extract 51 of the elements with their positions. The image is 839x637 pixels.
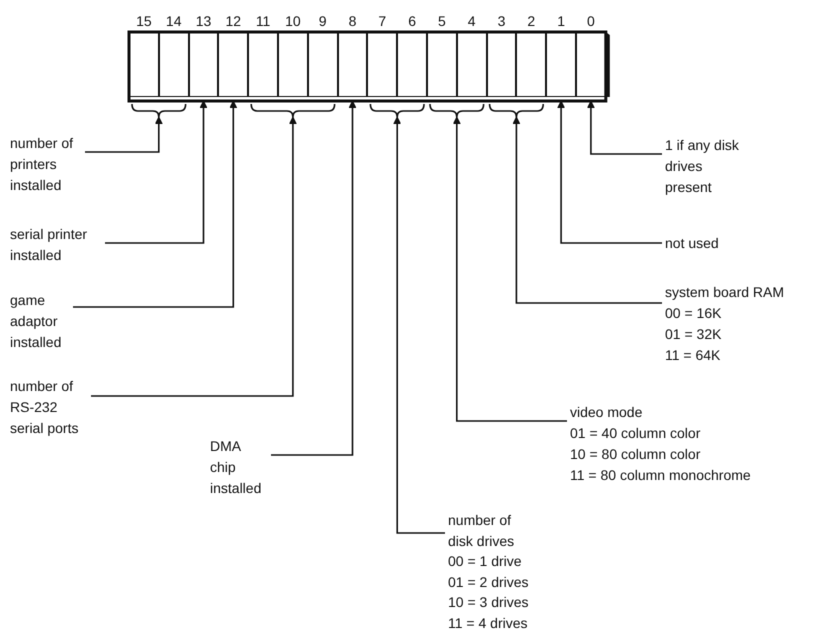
bit-number: 11 (254, 12, 272, 30)
value-code: 11 = 64K (665, 346, 720, 365)
leader-arrow (512, 116, 662, 304)
bit-number: 6 (407, 12, 417, 30)
value-code: 01 = 40 column color (570, 424, 700, 443)
leader-arrow (586, 100, 662, 155)
bit-description: number of disk drives (448, 511, 516, 550)
bit-number: 13 (194, 12, 212, 30)
value-code: 10 = 80 column color (570, 445, 700, 464)
bit-number: 8 (348, 12, 358, 30)
bit-number: 4 (466, 12, 477, 30)
bit-description: not used (665, 234, 719, 253)
value-code: 00 = 1 drive (448, 552, 522, 571)
bit-number: 1 (556, 12, 566, 30)
bit-description: 1 if any disk drives present (665, 136, 739, 197)
brace (429, 104, 484, 118)
bit-number: 7 (377, 12, 388, 30)
bit-description: serial printer installed (10, 225, 88, 265)
leader-arrow (271, 100, 356, 456)
bit-number: 12 (224, 12, 242, 30)
bit-number: 14 (164, 12, 182, 30)
value-code: 01 = 32K (665, 325, 722, 344)
bit-number: 2 (526, 12, 536, 30)
leader-arrow (73, 100, 238, 308)
bit-description: system board RAM (665, 283, 784, 302)
brace (488, 104, 544, 118)
bit-description: number of printers installed (10, 134, 74, 195)
bit-number: 15 (135, 12, 153, 30)
leader-arrow (452, 116, 567, 422)
bit-description: video mode (570, 403, 642, 422)
leader-arrow (85, 116, 163, 153)
bit-number: 0 (586, 12, 596, 30)
value-code: 11 = 80 column monochrome (570, 466, 751, 485)
bit-number: 10 (284, 12, 302, 30)
brace (370, 104, 425, 118)
leader-arrow (91, 116, 297, 397)
value-code: 01 = 2 drives (448, 572, 529, 592)
leader-arrow (105, 100, 208, 244)
leader-arrow (393, 116, 445, 534)
value-code: 10 = 3 drives (448, 593, 529, 612)
leader-arrow (557, 100, 662, 244)
bit-description: DMA chip installed (210, 437, 262, 498)
brace (250, 104, 336, 118)
bit-number: 3 (496, 12, 506, 30)
value-code: 11 = 4 drives (448, 614, 528, 632)
bit-description: game adaptor installed (10, 291, 62, 352)
bit-description: number of RS-232 serial ports (10, 377, 80, 438)
value-code: 00 = 16K (665, 304, 722, 323)
bit-number: 5 (437, 12, 447, 30)
brace (131, 104, 186, 118)
bit-number: 9 (318, 12, 328, 30)
